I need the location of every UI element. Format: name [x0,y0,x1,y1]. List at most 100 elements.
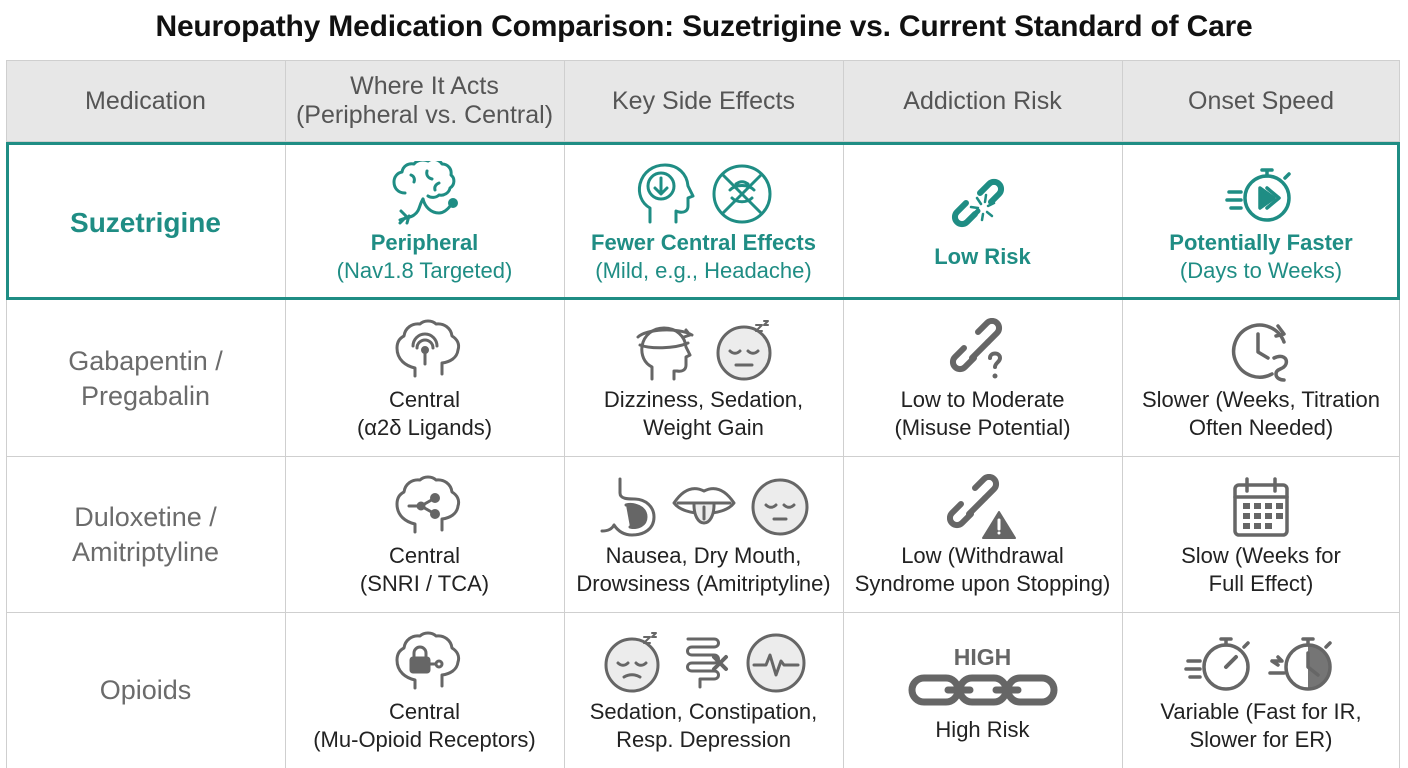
sleepy-face-icon [716,320,771,381]
side-effects-cell: Nausea, Dry Mouth, Drowsiness (Amitripty… [564,457,843,612]
header-label: Addiction Risk [903,86,1062,115]
chain-question-icon [949,318,1002,379]
fast-stopwatch-icon [1225,168,1291,222]
onset-label: Potentially Faster [1169,230,1353,255]
addiction-cell: Low Risk [843,144,1122,300]
table-row-gabapentin: Gabapentin / Pregabalin Central (α2δ Lig… [6,302,1400,456]
site-label: Central [389,542,460,568]
onset-cell: Slow (Weeks for Full Effect) [1122,457,1400,612]
onset-detail: Full Effect) [1208,570,1314,596]
medication-name: Duloxetine / [74,501,217,532]
table-row-duloxetine: Duloxetine / Amitriptyline Central (SNRI… [6,457,1400,612]
addiction-label: Low to Moderate [900,387,1065,412]
rewind-stopwatch-icon [1268,636,1332,691]
site-label: Central [389,698,460,724]
site-cell: Central (SNRI / TCA) [285,457,564,612]
site-detail: (Mu-Opioid Receptors) [313,726,536,752]
side-effects-detail: Drowsiness (Amitriptyline) [576,570,831,596]
addiction-detail: (Misuse Potential) [894,415,1071,440]
side-effects-label: Nausea, Dry Mouth, [605,542,802,568]
sleepy-face-icon [604,631,659,692]
side-effects-label: Dizziness, Sedation, [603,387,804,412]
tired-face-icon [751,478,808,535]
table-header: Medication Where It Acts (Peripheral vs.… [6,60,1400,142]
medication-name: Suzetrigine [70,206,221,238]
side-effects-cell: Sedation, Constipation, Resp. Depression [564,613,843,768]
site-label: Peripheral [370,230,479,255]
chain-warning-icon [946,473,1016,539]
medication-name-cell: Opioids [6,613,285,768]
column-divider [285,60,286,768]
comparison-table: Medication Where It Acts (Peripheral vs.… [6,60,1400,768]
medication-name: Gabapentin / [68,346,223,376]
addiction-label: Low Risk [934,244,1031,269]
broken-chain-icon [951,178,1004,228]
medication-name-cell: Gabapentin / Pregabalin [6,302,285,456]
slow-clock-icon [1231,323,1289,382]
medication-name-cell: Duloxetine / Amitriptyline [6,457,285,612]
header-where-it-acts: Where It Acts (Peripheral vs. Central) [285,61,564,141]
onset-detail: Slower for ER) [1189,726,1333,752]
site-cell: Central (α2δ Ligands) [285,302,564,456]
onset-detail: (Days to Weeks) [1179,258,1343,283]
site-detail: (α2δ Ligands) [356,415,493,440]
brain-signal-icon [395,319,460,378]
fast-stopwatch-icon [1184,636,1250,691]
onset-cell: Potentially Faster (Days to Weeks) [1122,144,1400,300]
brain-nerve-icon [392,161,458,225]
table-border-left [6,60,7,768]
addiction-label: High Risk [935,716,1030,742]
site-cell: Central (Mu-Opioid Receptors) [285,613,564,768]
intestine-x-icon [685,637,728,688]
side-effects-detail: Resp. Depression [616,726,791,752]
onset-detail: Often Needed) [1188,415,1334,440]
header-label: Onset Speed [1188,86,1334,115]
header-label: Where It Acts [350,72,499,100]
side-effects-detail: (Mild, e.g., Headache) [595,258,812,283]
onset-label: Slow (Weeks for [1181,542,1341,568]
side-effects-label: Fewer Central Effects [591,230,816,255]
site-label: Central [389,387,460,412]
column-divider [564,60,565,768]
column-divider [843,60,844,768]
header-sublabel: (Peripheral vs. Central) [295,101,554,129]
addiction-label: Low (Withdrawal [901,542,1064,568]
table-border-right [1399,60,1400,768]
onset-label: Slower (Weeks, Titration [1141,387,1380,412]
dizzy-head-icon [636,326,693,381]
addiction-detail: Syndrome upon Stopping) [854,570,1111,596]
mouth-icon [672,486,735,524]
site-detail: (Nav1.8 Targeted) [336,258,513,283]
high-badge: HIGH [953,643,1012,670]
header-onset-speed: Onset Speed [1122,61,1400,141]
no-dizziness-icon [712,164,771,224]
side-effects-detail: Weight Gain [643,415,764,440]
brain-lock-icon [395,631,460,689]
medication-name: Opioids [99,675,192,705]
side-effects-label: Sedation, Constipation, [589,698,818,724]
head-down-arrow-icon [637,163,694,224]
heartbeat-icon [746,633,805,692]
side-effects-cell: Fewer Central Effects (Mild, e.g., Heada… [564,144,843,300]
row-divider [6,456,1400,457]
header-addiction-risk: Addiction Risk [843,61,1122,141]
table-row-opioids: Opioids Central (Mu-Opioid Receptors) [6,613,1400,768]
brain-network-icon [395,475,460,533]
header-medication: Medication [6,61,285,141]
onset-cell: Slower (Weeks, Titration Often Needed) [1122,302,1400,456]
heavy-chain-icon [908,674,1057,705]
addiction-cell: Low (Withdrawal Syndrome upon Stopping) [843,457,1122,612]
stomach-icon [600,477,655,536]
medication-name-line2: Pregabalin [80,381,211,411]
row-divider [6,612,1400,613]
onset-cell: Variable (Fast for IR, Slower for ER) [1122,613,1400,768]
site-cell: Peripheral (Nav1.8 Targeted) [285,144,564,300]
calendar-icon [1233,476,1289,537]
addiction-cell: Low to Moderate (Misuse Potential) [843,302,1122,456]
side-effects-cell: Dizziness, Sedation, Weight Gain [564,302,843,456]
page-title: Neuropathy Medication Comparison: Suzetr… [155,10,1253,43]
column-divider [1122,60,1123,768]
header-label: Key Side Effects [612,86,795,115]
header-label: Medication [85,86,206,115]
header-key-side-effects: Key Side Effects [564,61,843,141]
